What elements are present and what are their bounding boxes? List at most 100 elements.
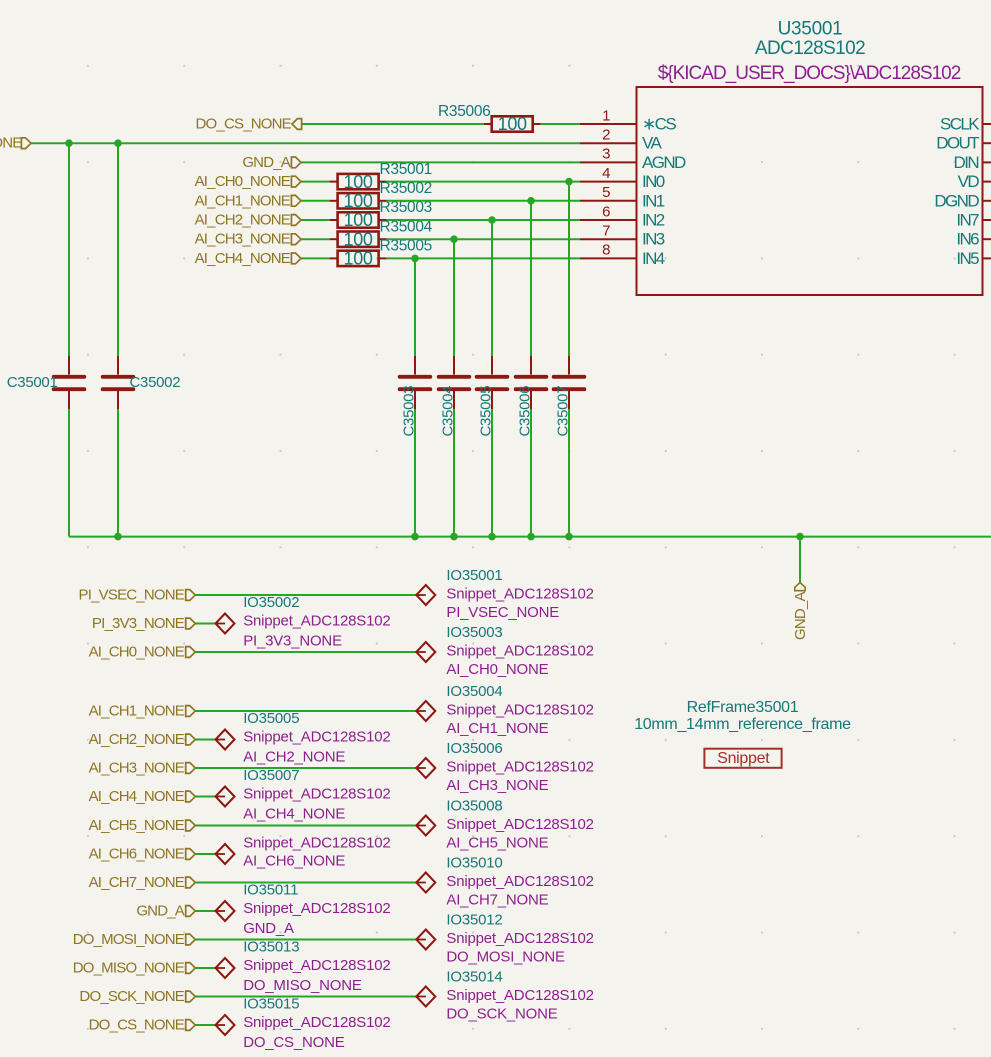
svg-text:IO35003: IO35003 [446,624,502,641]
svg-text:ONE: ONE [0,135,22,152]
svg-text:IO35015: IO35015 [243,996,299,1013]
svg-text:Snippet_ADC128S102: Snippet_ADC128S102 [446,816,593,833]
svg-text:5: 5 [602,184,610,201]
svg-text:AI_CH2_NONE: AI_CH2_NONE [89,731,185,748]
svg-text:R35004: R35004 [380,218,433,235]
svg-text:2: 2 [602,127,610,144]
svg-text:AI_CH0_NONE: AI_CH0_NONE [89,644,185,661]
svg-text:IO35004: IO35004 [446,683,502,700]
svg-text:AI_CH1_NONE: AI_CH1_NONE [195,192,291,209]
svg-text:IN0: IN0 [642,172,665,191]
svg-text:IN3: IN3 [642,230,665,249]
svg-text:DO_MOSI_NONE: DO_MOSI_NONE [73,931,185,948]
svg-text:R35005: R35005 [380,238,433,255]
svg-text:AI_CH3_NONE: AI_CH3_NONE [89,760,185,777]
svg-text:IO35011: IO35011 [243,882,298,899]
svg-text:IN5: IN5 [956,249,979,268]
svg-text:VA: VA [642,134,662,153]
svg-text:IN1: IN1 [642,191,665,210]
svg-text:Snippet_ADC128S102: Snippet_ADC128S102 [446,643,593,660]
svg-text:DO_CS_NONE: DO_CS_NONE [243,1034,345,1051]
svg-text:GND_A: GND_A [792,592,809,640]
svg-text:AI_CH0_NONE: AI_CH0_NONE [446,661,548,678]
svg-text:IO35005: IO35005 [243,710,299,727]
svg-text:AGND: AGND [642,153,686,172]
svg-text:Snippet_ADC128S102: Snippet_ADC128S102 [243,835,390,852]
svg-text:1: 1 [602,107,610,124]
svg-text:C35003: C35003 [401,386,418,437]
svg-text:DO_MOSI_NONE: DO_MOSI_NONE [446,949,565,966]
svg-text:AI_CH3_NONE: AI_CH3_NONE [195,231,291,248]
svg-text:AI_CH0_NONE: AI_CH0_NONE [195,173,291,190]
svg-text:GND_A: GND_A [242,154,290,171]
svg-text:10mm_14mm_reference_frame: 10mm_14mm_reference_frame [634,716,851,733]
svg-text:IO35010: IO35010 [446,855,502,872]
svg-text:PI_VSEC_NONE: PI_VSEC_NONE [446,604,559,621]
svg-text:Snippet: Snippet [717,750,770,767]
svg-text:AI_CH6_NONE: AI_CH6_NONE [89,846,185,863]
svg-text:PI_3V3_NONE: PI_3V3_NONE [92,615,185,632]
svg-text:4: 4 [602,165,610,182]
svg-text:IO35007: IO35007 [243,767,299,784]
svg-text:AI_CH6_NONE: AI_CH6_NONE [243,853,345,870]
svg-text:IN2: IN2 [642,211,665,230]
svg-text:U35001: U35001 [778,19,843,40]
svg-text:Snippet_ADC128S102: Snippet_ADC128S102 [446,873,593,890]
svg-text:C35005: C35005 [478,386,495,437]
svg-text:Snippet_ADC128S102: Snippet_ADC128S102 [446,586,593,603]
svg-text:100: 100 [344,172,373,192]
svg-text:Snippet_ADC128S102: Snippet_ADC128S102 [243,957,390,974]
svg-text:R35001: R35001 [380,161,433,178]
svg-text:AI_CH5_NONE: AI_CH5_NONE [446,835,548,852]
svg-text:100: 100 [498,114,527,134]
svg-text:IO35008: IO35008 [446,798,502,815]
svg-text:7: 7 [602,223,610,240]
svg-text:Snippet_ADC128S102: Snippet_ADC128S102 [243,900,390,917]
svg-text:DO_CS_NONE: DO_CS_NONE [196,116,292,133]
svg-text:IO35012: IO35012 [446,912,502,929]
svg-text:C35006: C35006 [517,386,534,437]
svg-text:PI_VSEC_NONE: PI_VSEC_NONE [79,587,185,604]
svg-text:ADC128S102: ADC128S102 [755,38,865,59]
svg-text:Snippet_ADC128S102: Snippet_ADC128S102 [243,1014,390,1031]
svg-text:DOUT: DOUT [936,134,979,153]
svg-text:AI_CH4_NONE: AI_CH4_NONE [89,788,185,805]
svg-text:R35003: R35003 [380,199,433,216]
svg-text:Snippet_ADC128S102: Snippet_ADC128S102 [446,930,593,947]
svg-text:IN7: IN7 [956,211,979,230]
svg-text:IO35013: IO35013 [243,939,299,956]
svg-text:AI_CH7_NONE: AI_CH7_NONE [446,892,548,909]
svg-text:R35006: R35006 [438,103,491,120]
svg-text:SCLK: SCLK [940,115,980,134]
svg-text:IO35002: IO35002 [243,594,299,611]
svg-text:∗CS: ∗CS [642,115,676,134]
svg-text:GND_A: GND_A [136,903,184,920]
svg-text:DGND: DGND [934,191,979,210]
svg-text:PI_3V3_NONE: PI_3V3_NONE [243,633,342,650]
svg-text:C35001: C35001 [7,374,58,391]
svg-text:VD: VD [958,172,980,191]
svg-text:DO_SCK_NONE: DO_SCK_NONE [446,1006,557,1023]
svg-text:DIN: DIN [954,153,979,172]
svg-text:Snippet_ADC128S102: Snippet_ADC128S102 [446,702,593,719]
svg-text:AI_CH1_NONE: AI_CH1_NONE [446,720,548,737]
svg-text:8: 8 [602,242,610,259]
svg-text:100: 100 [344,210,373,230]
svg-text:GND_A: GND_A [243,920,294,937]
svg-text:Snippet_ADC128S102: Snippet_ADC128S102 [446,759,593,776]
svg-text:100: 100 [344,249,373,269]
svg-text:IN6: IN6 [956,230,979,249]
svg-text:AI_CH1_NONE: AI_CH1_NONE [89,703,185,720]
svg-text:Snippet_ADC128S102: Snippet_ADC128S102 [243,729,390,746]
svg-text:Snippet_ADC128S102: Snippet_ADC128S102 [446,987,593,1004]
svg-text:DO_MISO_NONE: DO_MISO_NONE [73,960,185,977]
svg-text:DO_SCK_NONE: DO_SCK_NONE [79,988,184,1005]
svg-text:IO35006: IO35006 [446,740,502,757]
svg-text:Snippet_ADC128S102: Snippet_ADC128S102 [243,613,390,630]
svg-text:R35002: R35002 [380,180,433,197]
svg-text:AI_CH4_NONE: AI_CH4_NONE [195,250,291,267]
svg-text:IO35001: IO35001 [446,567,502,584]
svg-text:DO_CS_NONE: DO_CS_NONE [89,1017,185,1034]
svg-text:IN4: IN4 [642,249,665,268]
svg-text:C35007: C35007 [555,386,572,437]
